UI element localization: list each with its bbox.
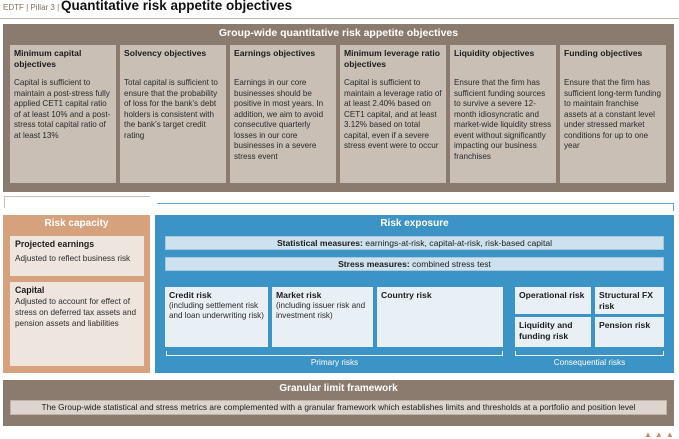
consequential-bracket-right	[663, 351, 664, 356]
capital-body: Adjusted to account for effect of stress…	[15, 297, 137, 328]
projected-earnings-box: Projected earnings Adjusted to reflect b…	[10, 236, 144, 276]
section-tag: EDTF | Pillar 3 |	[3, 3, 60, 12]
projected-earnings-body: Adjusted to reflect business risk	[15, 254, 131, 263]
operational-risk-title: Operational risk	[519, 290, 585, 300]
liquidity-funding-risk-box: Liquidity and funding risk	[515, 317, 591, 347]
objective-body: Capital is sufficient to maintain a leve…	[344, 78, 442, 150]
objective-title: Earnings objectives	[234, 48, 316, 58]
primary-bracket-left	[166, 351, 167, 356]
liquidity-funding-risk-title: Liquidity and funding risk	[519, 320, 573, 341]
objective-title: Minimum capital objectives	[14, 48, 82, 69]
objective-card-minimum-capital: Minimum capital objectives Capital is su…	[10, 45, 116, 183]
capital-title: Capital	[15, 285, 45, 295]
consequential-bracket-left	[515, 351, 516, 356]
objective-card-leverage: Minimum leverage ratio objectives Capita…	[340, 45, 446, 183]
primary-bracket-line	[166, 355, 503, 356]
statistical-measures-bar: Statistical measures: earnings-at-risk, …	[165, 236, 664, 250]
objective-body: Earnings in our core businesses should b…	[234, 78, 324, 161]
projected-earnings-title: Projected earnings	[15, 239, 95, 249]
objective-body: Total capital is sufficient to ensure th…	[124, 78, 218, 140]
capacity-bracket	[4, 196, 150, 208]
structural-fx-risk-box: Structural FX risk	[595, 287, 664, 314]
consequential-risks-label: Consequential risks	[553, 358, 626, 367]
market-risk-body: (including issuer risk and investment ri…	[276, 300, 366, 320]
primary-risks-label: Primary risks	[310, 358, 359, 367]
primary-bracket-right	[502, 351, 503, 356]
exposure-bracket	[157, 203, 674, 211]
objective-card-solvency: Solvency objectives Total capital is suf…	[120, 45, 226, 183]
objective-title: Solvency objectives	[124, 48, 207, 58]
statistical-measures-label: Statistical measures:	[276, 238, 363, 248]
credit-risk-title: Credit risk	[169, 290, 212, 300]
consequential-bracket-line	[515, 355, 664, 356]
objective-body: Capital is sufficient to maintain a post…	[14, 78, 111, 140]
granular-limit-text: The Group-wide statistical and stress me…	[10, 400, 667, 415]
objective-card-funding: Funding objectives Ensure that the firm …	[560, 45, 666, 183]
objective-card-earnings: Earnings objectives Earnings in our core…	[230, 45, 336, 183]
objective-body: Ensure that the firm has sufficient fund…	[454, 78, 552, 161]
stress-measures-bar: Stress measures: combined stress test	[165, 257, 664, 271]
objective-title: Minimum leverage ratio objectives	[344, 48, 440, 69]
page-title: Quantitative risk appetite objectives	[61, 0, 293, 13]
objective-card-liquidity: Liquidity objectives Ensure that the fir…	[450, 45, 556, 183]
country-risk-box: Country risk	[377, 287, 503, 347]
capital-box: Capital Adjusted to account for effect o…	[10, 282, 144, 366]
statistical-measures-text: earnings-at-risk, capital-at-risk, risk-…	[362, 238, 553, 248]
risk-exposure-heading: Risk exposure	[380, 218, 449, 229]
country-risk-title: Country risk	[381, 290, 432, 300]
structural-fx-risk-title: Structural FX risk	[599, 290, 653, 311]
pension-risk-title: Pension risk	[599, 320, 651, 330]
objective-body: Ensure that the firm has sufficient long…	[564, 78, 662, 150]
stress-measures-label: Stress measures:	[338, 259, 410, 269]
page-nav-icons[interactable]: ▲▲▲	[644, 430, 677, 439]
credit-risk-body: (including settlement risk and loan unde…	[169, 300, 264, 320]
risk-capacity-heading: Risk capacity	[44, 218, 109, 229]
pension-risk-box: Pension risk	[595, 317, 664, 347]
objectives-heading: Group-wide quantitative risk appetite ob…	[218, 27, 459, 39]
granular-limit-heading: Granular limit framework	[279, 383, 398, 394]
stress-measures-text: combined stress test	[409, 259, 491, 269]
operational-risk-box: Operational risk	[515, 287, 591, 314]
market-risk-box: Market risk (including issuer risk and i…	[272, 287, 373, 347]
header-divider	[0, 18, 679, 19]
market-risk-title: Market risk	[276, 290, 322, 300]
objective-title: Liquidity objectives	[454, 48, 535, 58]
objective-title: Funding objectives	[564, 48, 643, 58]
credit-risk-box: Credit risk (including settlement risk a…	[165, 287, 268, 347]
